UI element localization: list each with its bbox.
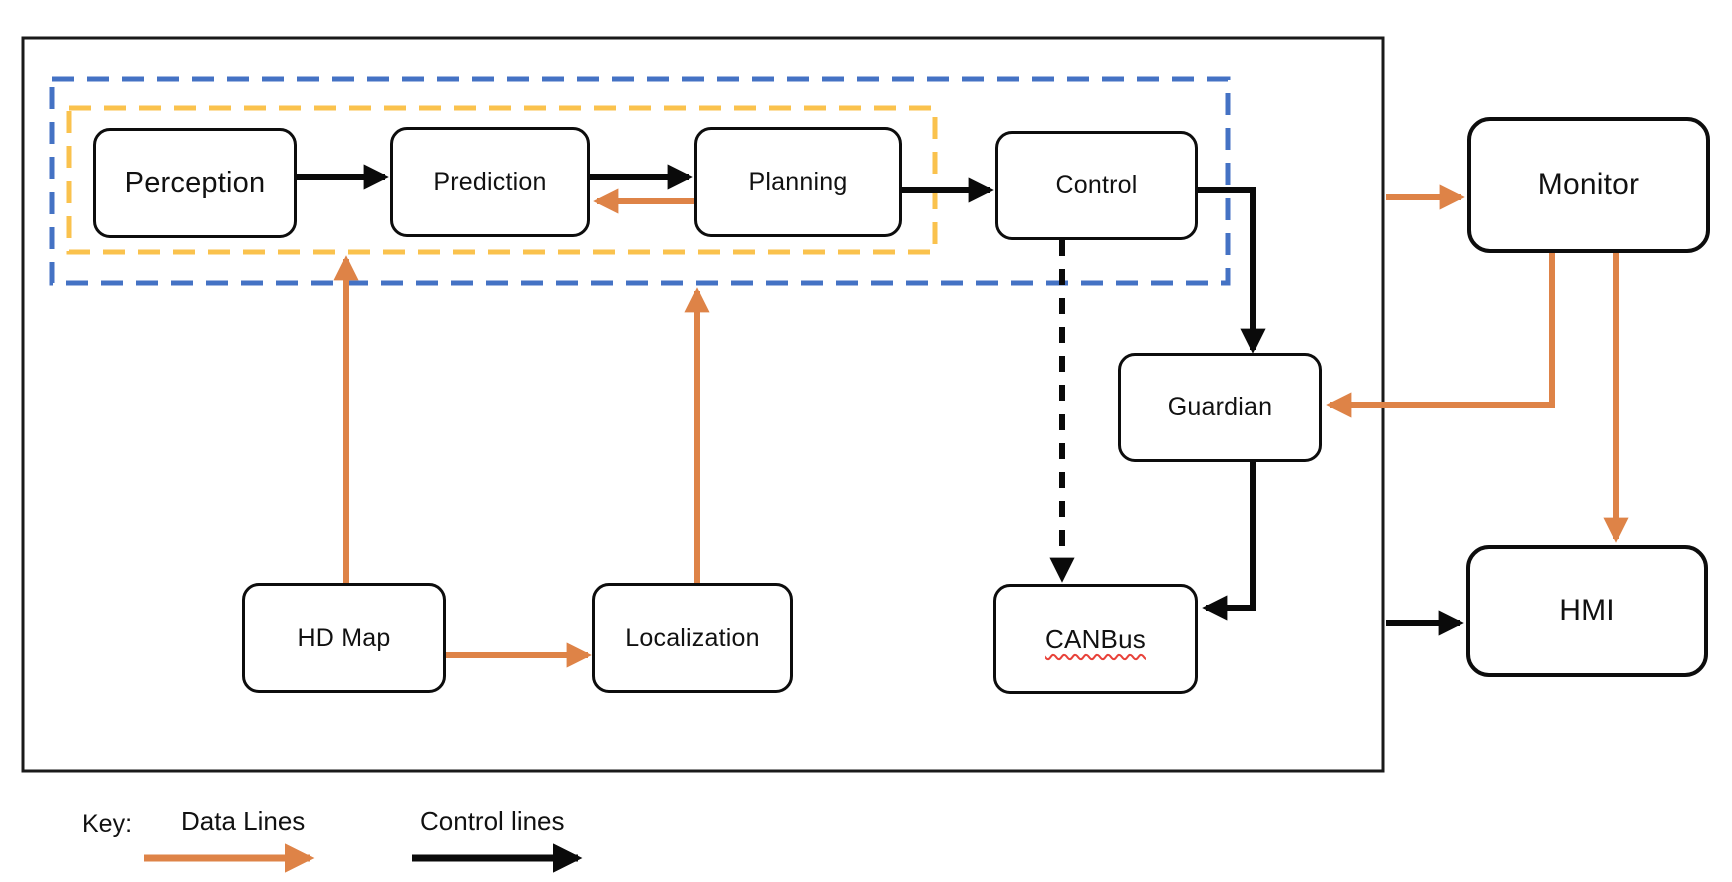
planning-box: Planning <box>694 127 902 237</box>
key-control-lines-label: Control lines <box>420 806 565 836</box>
localization-box: Localization <box>592 583 793 693</box>
blue-dashed-group-outline <box>49 76 1231 286</box>
monitor-box: Monitor <box>1467 117 1710 253</box>
hd-map-box: HD Map <box>242 583 446 693</box>
arrow-control-to-guardian <box>1198 187 1266 354</box>
perception-box: Perception <box>93 128 297 238</box>
key-data-lines-label: Data Lines <box>181 806 306 836</box>
control-box: Control <box>995 131 1198 240</box>
guardian-box: Guardian <box>1118 353 1322 462</box>
hmi-box: HMI <box>1466 545 1708 677</box>
yellow-dashed-group-outline <box>66 105 938 255</box>
canbus-box: CANBus <box>993 584 1198 694</box>
prediction-box: Prediction <box>390 127 590 237</box>
arrow-monitor-to-guardian <box>1326 253 1555 418</box>
arrow-guardian-to-canbus <box>1202 462 1256 621</box>
key-label: Key: <box>82 810 133 838</box>
